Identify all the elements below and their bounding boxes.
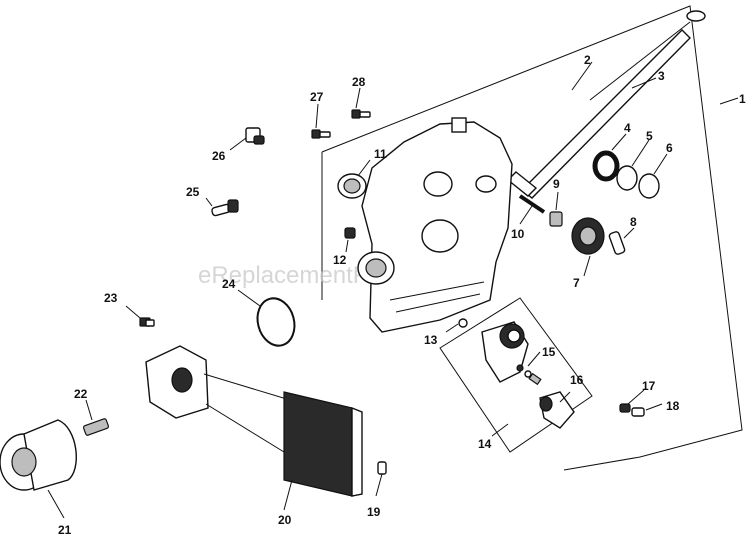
- callout-17: 17: [642, 379, 656, 393]
- callout-3: 3: [658, 69, 665, 83]
- callout-7: 7: [573, 276, 580, 290]
- pressure-relief-parts: [516, 364, 542, 386]
- callout-18: 18: [666, 399, 680, 413]
- clip: [549, 211, 563, 227]
- callout-numbers: 1 2 3 4 5 6 7 8 9 10 11 12 13 14 15 16 1…: [58, 53, 746, 537]
- callout-6: 6: [666, 141, 673, 155]
- callout-12: 12: [333, 253, 347, 267]
- small-plug: [344, 227, 356, 239]
- callout-14: 14: [478, 437, 492, 451]
- callout-8: 8: [630, 215, 637, 229]
- crankcase-cover: [357, 117, 513, 333]
- callout-24: 24: [222, 277, 236, 291]
- leader-lines: [47, 61, 739, 519]
- callout-2: 2: [584, 53, 591, 67]
- callout-13: 13: [424, 333, 438, 347]
- gear-shaft: [608, 231, 626, 255]
- nipple-22: [82, 418, 110, 436]
- callout-26: 26: [212, 149, 226, 163]
- ring-5: [616, 165, 638, 191]
- callout-4: 4: [624, 121, 631, 135]
- fitting-23: [139, 317, 155, 327]
- screw-27: [311, 129, 331, 139]
- dipstick: [589, 10, 706, 101]
- washer-17: [619, 403, 631, 413]
- callout-9: 9: [553, 177, 560, 191]
- ring-6: [638, 173, 660, 199]
- oil-cooler: [145, 345, 363, 497]
- callout-11: 11: [374, 147, 387, 161]
- subassembly-14-boundary: [439, 297, 593, 453]
- callout-25: 25: [186, 185, 200, 199]
- callout-20: 20: [278, 513, 292, 527]
- screw-28: [351, 109, 371, 119]
- oil-filter: [0, 419, 77, 491]
- callout-19: 19: [367, 505, 381, 519]
- small-o-ring: [458, 318, 468, 328]
- assembly-boundary: [321, 5, 743, 471]
- callout-15: 15: [542, 345, 556, 359]
- callout-23: 23: [104, 291, 118, 305]
- fitting-25: [211, 199, 239, 217]
- oil-pump: [481, 321, 529, 383]
- screw-18: [631, 407, 645, 417]
- callout-27: 27: [310, 90, 324, 104]
- pickup-screen: [539, 391, 575, 429]
- pin: [518, 194, 546, 214]
- callout-21: 21: [58, 523, 72, 537]
- large-o-ring: [256, 297, 296, 347]
- oil-seal: [337, 173, 367, 199]
- callout-16: 16: [570, 373, 584, 387]
- callout-22: 22: [74, 387, 88, 401]
- governor-gear: [571, 217, 605, 255]
- callout-10: 10: [511, 227, 525, 241]
- callout-5: 5: [646, 129, 653, 143]
- ring-4: [592, 150, 620, 182]
- callout-28: 28: [352, 75, 366, 89]
- screw-19: [377, 461, 387, 475]
- callout-1: 1: [739, 92, 746, 106]
- fitting-26: [245, 127, 265, 145]
